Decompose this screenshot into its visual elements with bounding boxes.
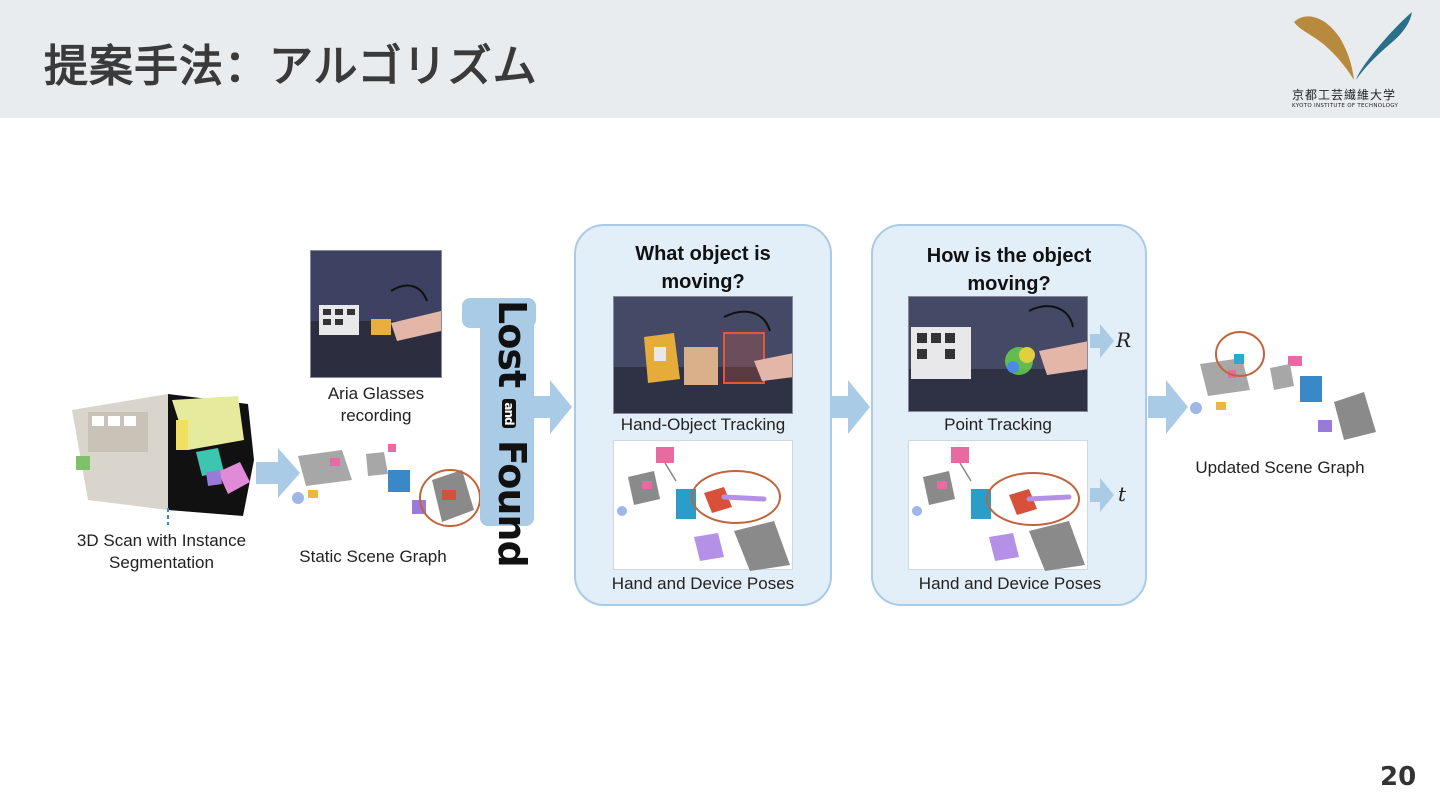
rotation-arrow-icon <box>1090 324 1114 358</box>
glasses-label: Aria Glasses recording <box>327 384 425 425</box>
translation-arrow-icon <box>1090 478 1114 512</box>
panel-how-moving-title: How is the object moving? <box>926 245 1092 295</box>
slide-title: 提案手法：アルゴリズム <box>44 41 538 92</box>
hand-device-poses-label-1: Hand and Device Poses <box>611 574 795 593</box>
updated-scene-graph-image <box>1188 324 1378 444</box>
point-tracking-label: Point Tracking <box>944 415 1052 434</box>
flow-arrow-icon <box>1148 380 1188 434</box>
static-graph-label: Static Scene Graph <box>299 547 447 566</box>
university-logo: 京都工芸繊維大学 KYOTO INSTITUTE OF TECHNOLOGY <box>1284 8 1424 112</box>
logo-english-name: KYOTO INSTITUTE OF TECHNOLOGY <box>1292 103 1399 109</box>
hand-object-tracking-label: Hand-Object Tracking <box>620 415 786 434</box>
header-bar: 提案手法：アルゴリズム 京都工芸繊維大学 KYOTO INSTITUTE OF … <box>0 0 1440 118</box>
aria-glasses-photo <box>310 250 442 378</box>
logo-mark-icon <box>1294 12 1412 80</box>
hand-object-tracking-photo <box>613 296 793 414</box>
algorithm-diagram: 3D Scan with Instance Segmentation Aria … <box>60 220 1380 620</box>
scan-label: 3D Scan with Instance Segmentation <box>76 531 247 572</box>
flow-arrow-icon <box>830 380 870 434</box>
hand-device-poses-label-2: Hand and Device Poses <box>918 574 1102 593</box>
page-number: 20 <box>1380 762 1417 792</box>
panel-what-object-title: What object is moving? <box>635 243 771 293</box>
hand-device-poses-render-1 <box>613 440 793 571</box>
flow-arrow-icon <box>256 448 300 498</box>
translation-symbol: t <box>1118 482 1127 506</box>
hand-device-poses-render-2 <box>908 440 1088 571</box>
lost-and-found-logo: Lost and Found <box>490 300 534 567</box>
updated-graph-label: Updated Scene Graph <box>1195 458 1365 477</box>
point-tracking-photo <box>908 296 1088 412</box>
logo-japanese-name: 京都工芸繊維大学 <box>1292 88 1397 102</box>
3d-scan-image <box>68 390 258 525</box>
static-scene-graph-image <box>292 440 482 540</box>
rotation-symbol: R <box>1116 328 1132 352</box>
flow-arrow-icon <box>534 380 572 434</box>
